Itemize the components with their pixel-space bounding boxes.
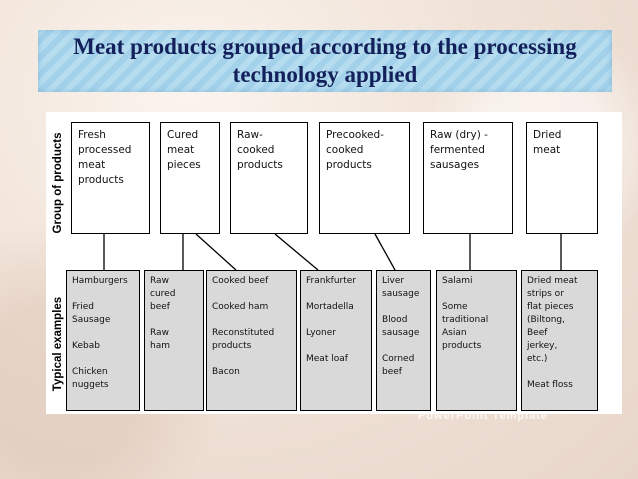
example-box-cooked-cured: Cooked beef Cooked ham Reconstituted pro… xyxy=(206,270,297,411)
example-box-dried: Dried meat strips or flat pieces (Bilton… xyxy=(521,270,598,411)
example-box-precooked: Liver sausage Blood sausage Corned beef xyxy=(376,270,431,411)
group-of-products-label: Group of products xyxy=(52,132,64,234)
typical-examples-label: Typical examples xyxy=(52,296,64,392)
example-box-fresh: Hamburgers Fried Sausage Kebab Chicken n… xyxy=(66,270,140,411)
slide-title: Meat products grouped according to the p… xyxy=(73,34,577,87)
group-box-cured-meat-pieces: Cured meat pieces xyxy=(160,122,220,234)
template-watermark: PowerPoint Template xyxy=(418,410,549,422)
group-box-dried-meat: Dried meat xyxy=(526,122,598,234)
example-box-raw-cooked: Frankfurter Mortadella Lyoner Meat loaf xyxy=(300,270,372,411)
example-box-raw-cured: Raw cured beef Raw ham xyxy=(144,270,204,411)
group-box-raw-dry-fermented: Raw (dry) - fermented sausages xyxy=(423,122,513,234)
group-box-precooked-cooked: Precooked- cooked products xyxy=(319,122,410,234)
group-box-raw-cooked: Raw- cooked products xyxy=(230,122,308,234)
group-box-fresh-processed: Fresh processed meat products xyxy=(71,122,150,234)
title-banner xyxy=(38,30,612,92)
example-box-fermented: Salami Some traditional Asian products xyxy=(436,270,517,411)
